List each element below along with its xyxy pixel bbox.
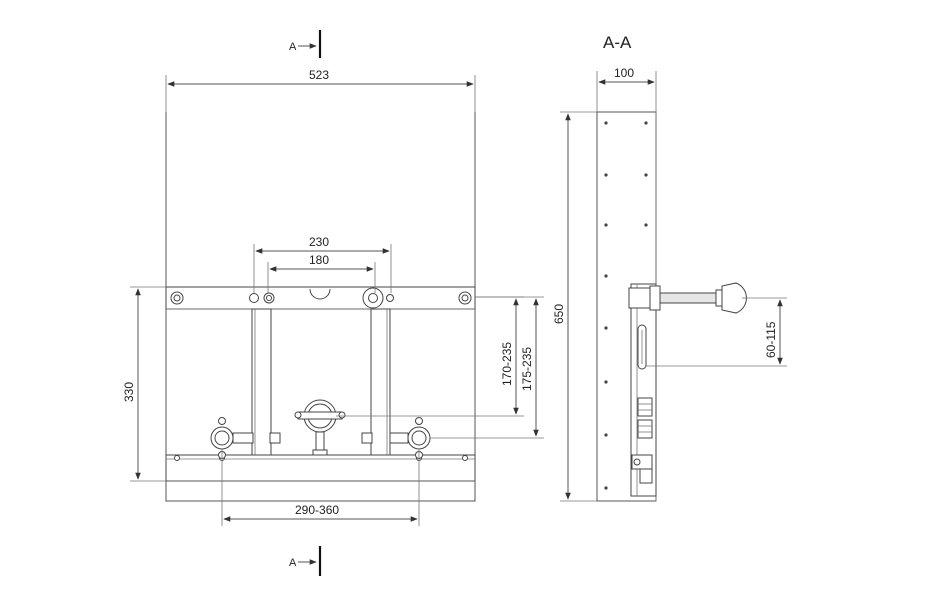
- dim-spacing-bottom: 290-360: [221, 449, 420, 526]
- pipe-connector: [628, 282, 748, 314]
- dim-pipe-offset-label: 60-115: [764, 321, 778, 358]
- dim-range-upper-label: 170-235: [500, 342, 514, 386]
- dim-height-total: 650: [552, 111, 597, 502]
- section-letter-bottom: A: [289, 557, 297, 569]
- dim-width-total-label: 523: [309, 68, 329, 82]
- dim-depth-label: 100: [614, 66, 634, 80]
- dim-depth: 100: [596, 66, 657, 112]
- section-view-title: A-A: [603, 33, 632, 52]
- front-view: 523: [122, 68, 544, 526]
- dim-height-rail-label: 330: [122, 382, 136, 402]
- section-marker-top: A: [289, 30, 322, 58]
- dim-axis-outer: 230: [253, 235, 392, 293]
- dim-height-rail: 330: [122, 286, 166, 482]
- clamp-blocks: [631, 397, 653, 484]
- dim-axis-inner-label: 180: [309, 253, 329, 267]
- section-marker-bottom: A: [289, 546, 322, 576]
- dim-width-total: 523: [165, 68, 476, 112]
- waste-pipe-clamp: [294, 399, 346, 456]
- dim-spacing-bottom-label: 290-360: [295, 503, 339, 517]
- crossbar-fixings: [170, 287, 472, 309]
- section-letter-top: A: [289, 41, 297, 53]
- dim-axis-inner: 180: [267, 253, 376, 293]
- dim-height-total-label: 650: [552, 304, 566, 324]
- section-view: A-A 100: [552, 33, 787, 502]
- dim-pipe-offset: 60-115: [646, 297, 787, 367]
- dim-range-lower: 175-235: [430, 296, 544, 439]
- dim-axis-outer-label: 230: [309, 235, 329, 249]
- dim-range-lower-label: 175-235: [520, 347, 534, 391]
